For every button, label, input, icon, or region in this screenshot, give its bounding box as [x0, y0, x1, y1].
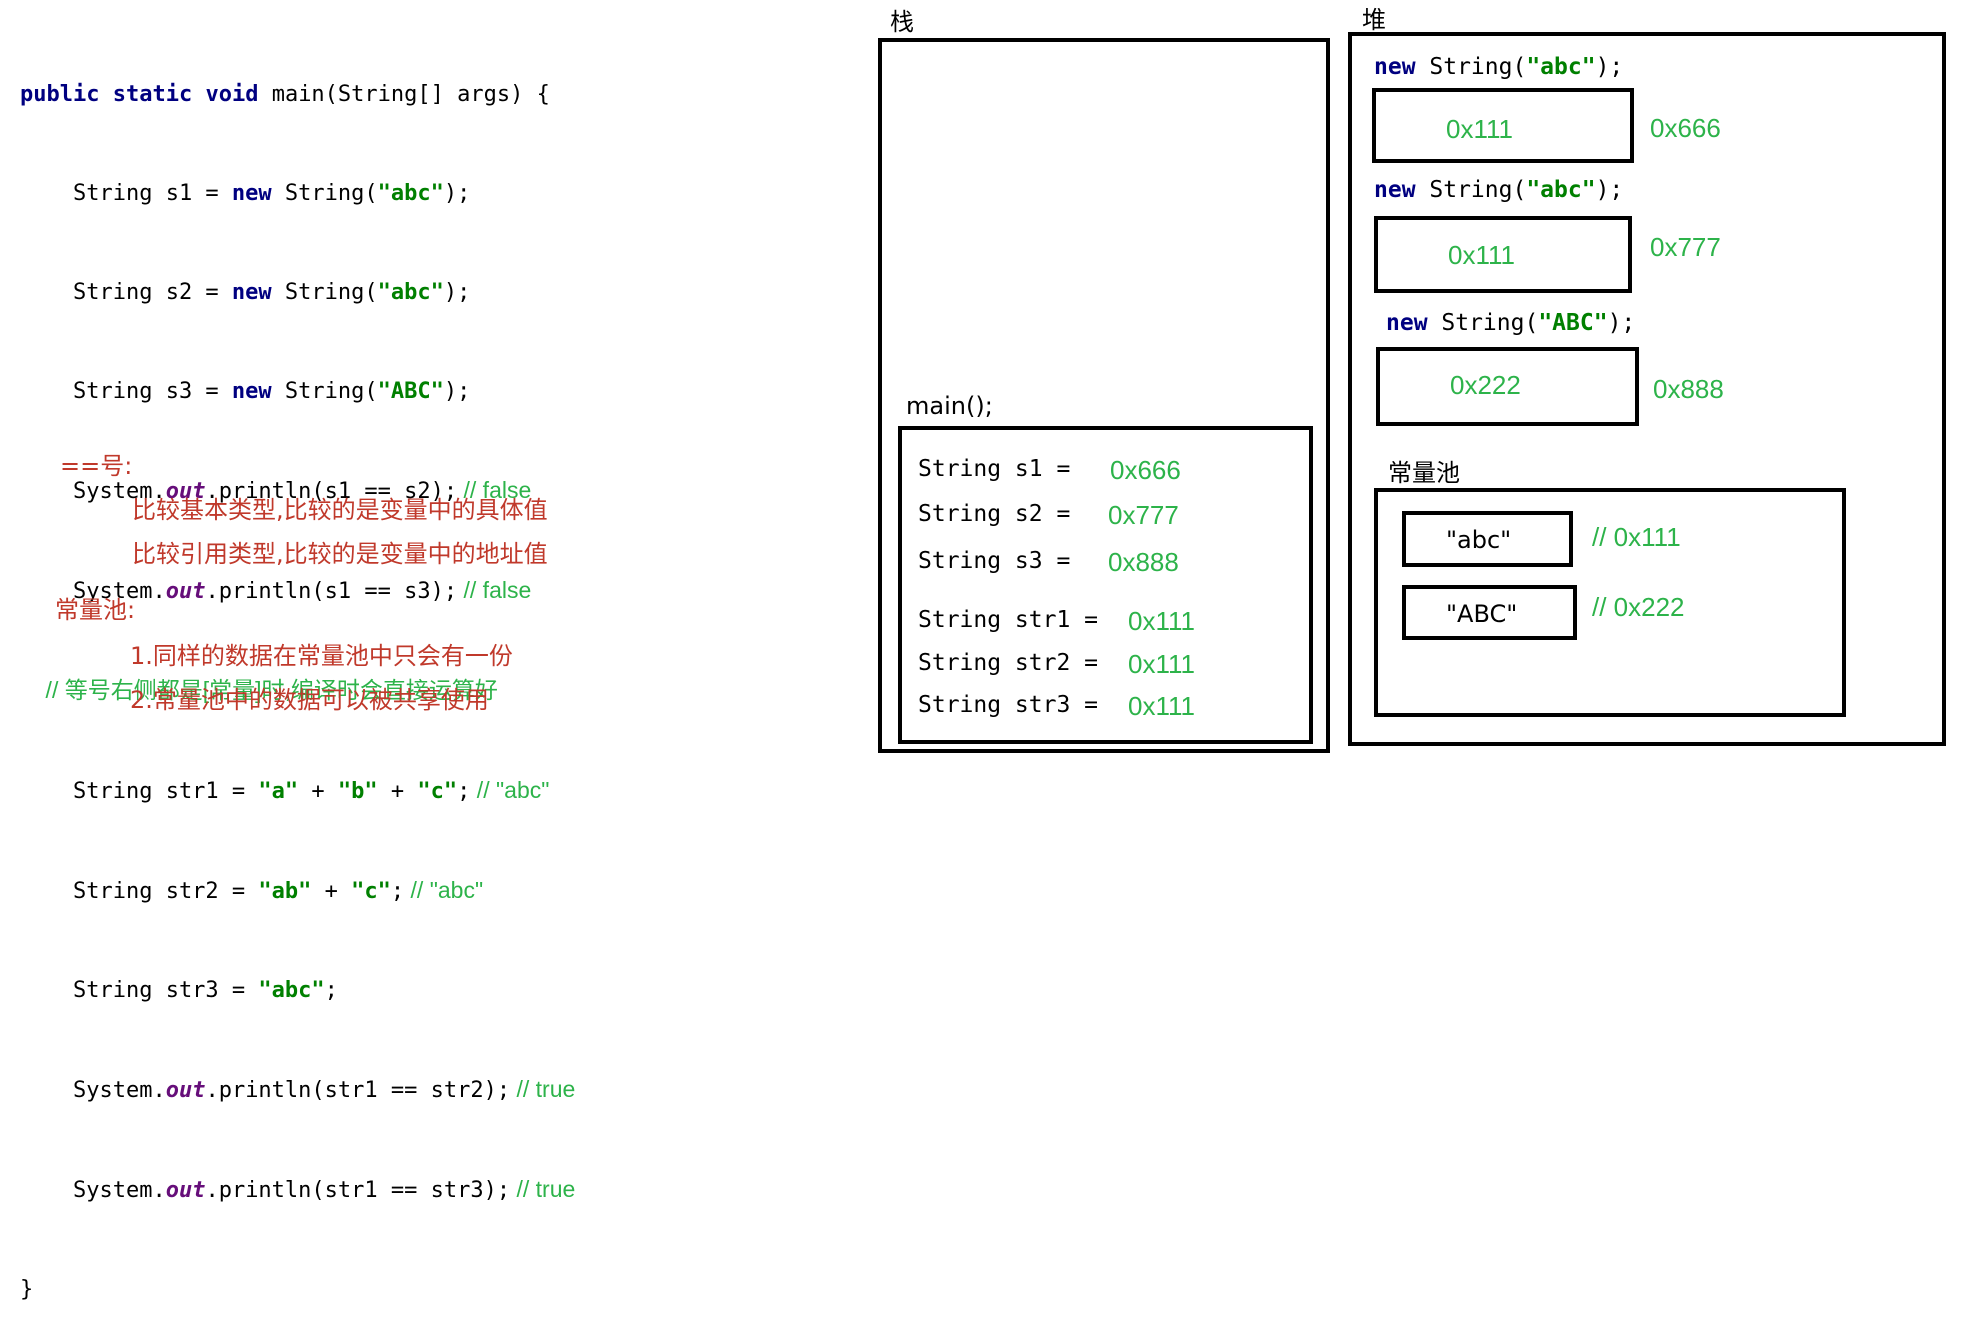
stack-var-name: String s3 =: [918, 548, 1085, 574]
note-pool-line1: 1.同样的数据在常量池中只会有一份: [130, 642, 513, 670]
pool-item-text-abc: "abc": [1446, 526, 1512, 554]
stack-var-name: String s2 =: [918, 501, 1085, 527]
note-eq-line2: 比较引用类型,比较的是变量中的地址值: [132, 540, 548, 568]
heap-object-label-2: new String("abc");: [1374, 177, 1624, 203]
code-block: public static void main(String[] args) {…: [20, 12, 575, 1339]
pool-item-box-ABC: [1402, 585, 1577, 640]
stack-var-value: 0x111: [1128, 691, 1195, 721]
heap-pool-box: [1374, 488, 1846, 717]
stack-var-value: 0x111: [1128, 649, 1195, 679]
stack-frame-main: [898, 426, 1313, 744]
stack-var-name: String str2 =: [918, 650, 1112, 676]
code-line-main: public static void main(String[] args) {: [20, 82, 550, 107]
stack-var-value: 0x888: [1108, 547, 1179, 577]
code-line-s2: String s2 = new String("abc");: [20, 280, 471, 305]
code-line-str1: String str1 = "a" + "b" + "c"; // "abc": [20, 777, 550, 804]
stack-frame-label: main();: [906, 392, 993, 420]
stack-var-name: String str3 =: [918, 692, 1112, 718]
code-line-str2: String str2 = "ab" + "c"; // "abc": [20, 877, 484, 904]
code-line-str3: String str3 = "abc";: [20, 978, 338, 1003]
note-eq-line1: 比较基本类型,比较的是变量中的具体值: [132, 496, 548, 524]
note-pool-line2: 2.常量池中的数据可以被共享使用: [130, 686, 489, 714]
code-line-println-s1s2: System.out.println(s1 == s2); // false: [20, 477, 532, 504]
code-line-println-str12: System.out.println(str1 == str2); // tru…: [20, 1076, 576, 1103]
code-line-comment-const: // 等号右侧都是[常量]时,编译时会直接运算好: [20, 677, 498, 703]
pool-item-box-abc: [1402, 511, 1573, 567]
heap-object-box-1: [1372, 88, 1634, 163]
stack-var-name: String s1 =: [918, 456, 1085, 482]
code-line-s3: String s3 = new String("ABC");: [20, 379, 471, 404]
heap-title: 堆: [1362, 6, 1386, 34]
heap-object-addr-2: 0x777: [1650, 232, 1721, 262]
heap-box: [1348, 32, 1946, 746]
stack-var-value: 0x777: [1108, 500, 1179, 530]
stack-var-value: 0x666: [1110, 455, 1181, 485]
heap-pool-title: 常量池: [1388, 459, 1460, 487]
stack-var-name: String str1 =: [918, 607, 1112, 633]
heap-object-inner-1: 0x111: [1446, 114, 1513, 144]
stack-box: [878, 38, 1330, 753]
heap-object-box-2: [1374, 216, 1632, 293]
heap-object-inner-3: 0x222: [1450, 370, 1521, 400]
note-eq-title: ==号:: [60, 452, 133, 480]
code-line-println-s1s3: System.out.println(s1 == s3); // false: [20, 577, 532, 604]
note-pool-title: 常量池:: [55, 596, 136, 624]
code-line-s1: String s1 = new String("abc");: [20, 181, 471, 206]
stack-title: 栈: [890, 8, 914, 36]
heap-object-label-3: new String("ABC");: [1386, 310, 1636, 336]
pool-item-addr-abc: // 0x111: [1592, 522, 1681, 552]
pool-item-text-ABC: "ABC": [1446, 600, 1518, 628]
pool-item-addr-ABC: // 0x222: [1592, 592, 1685, 622]
code-line-close-brace: }: [20, 1277, 34, 1302]
heap-object-inner-2: 0x111: [1448, 240, 1515, 270]
heap-object-box-3: [1376, 347, 1639, 426]
stack-var-value: 0x111: [1128, 606, 1195, 636]
heap-object-addr-1: 0x666: [1650, 113, 1721, 143]
heap-object-label-1: new String("abc");: [1374, 54, 1624, 80]
code-line-println-str13: System.out.println(str1 == str3); // tru…: [20, 1176, 576, 1203]
heap-object-addr-3: 0x888: [1653, 374, 1724, 404]
